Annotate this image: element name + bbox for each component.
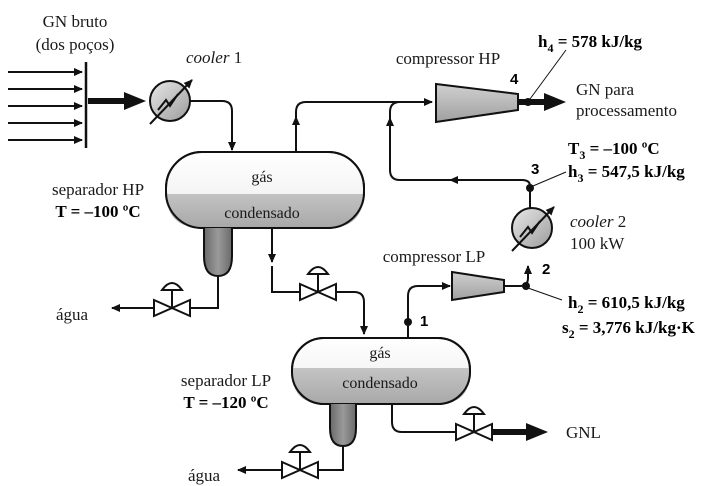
compressor-lp bbox=[451, 270, 505, 302]
separator-hp-liquid-label: condensado bbox=[224, 205, 300, 222]
pipe-lp-condensate-to-valve bbox=[391, 404, 456, 433]
state-3-enthalpy: h3 = 547,5 kJ/kg bbox=[568, 162, 685, 185]
state-2-number: 2 bbox=[542, 261, 550, 278]
pipe-cooler1-to-separator-hp bbox=[190, 100, 236, 151]
pipe-separator-lp-gas-to-compressor-lp bbox=[407, 282, 451, 338]
water-output-hp-label: água bbox=[56, 305, 89, 324]
separator-hp-temperature: T = –100 ºC bbox=[55, 202, 140, 221]
state-point-1 bbox=[404, 318, 412, 326]
state-4-leader-line bbox=[529, 49, 567, 100]
state-4-enthalpy: h4 = 578 kJ/kg bbox=[538, 32, 643, 55]
gn-output-arrow bbox=[518, 93, 566, 111]
separator-hp-vessel bbox=[165, 151, 365, 278]
cooler-2-power: 100 kW bbox=[570, 234, 625, 253]
pipe-separator-hp-gas-to-compressor-hp bbox=[295, 98, 433, 152]
state-3-number: 3 bbox=[531, 161, 539, 178]
separator-hp-gas-label: gás bbox=[251, 169, 272, 186]
gn-output-label-line1: GN para bbox=[576, 80, 635, 99]
state-3-leader-line bbox=[532, 171, 567, 187]
inlet-main-pipe bbox=[88, 92, 146, 110]
inlet-wells-arrows bbox=[8, 62, 88, 148]
state-2-leader-line bbox=[527, 287, 563, 301]
compressor-hp bbox=[435, 82, 519, 124]
cooler-1-label: cooler 1 bbox=[186, 48, 242, 67]
gn-output-label-line2: processamento bbox=[576, 101, 677, 120]
pipe-lp-water-down bbox=[318, 446, 344, 471]
compressor-hp-label: compressor HP bbox=[396, 49, 500, 68]
separator-lp-name: separador LP bbox=[181, 371, 271, 390]
separator-lp-liquid-label: condensado bbox=[342, 375, 418, 392]
state-4-number: 4 bbox=[510, 71, 519, 88]
separator-lp-vessel bbox=[291, 337, 471, 448]
pipe-hp-condensate-to-valve bbox=[271, 266, 300, 293]
state-point-3 bbox=[526, 184, 534, 192]
separator-lp-gas-label: gás bbox=[369, 345, 390, 362]
pipe-join-compressor-hp-inlet bbox=[389, 101, 432, 118]
gnl-output-label: GNL bbox=[566, 423, 601, 442]
cooler-2-label: cooler 2 bbox=[570, 212, 626, 231]
state-2-enthalpy: h2 = 610,5 kJ/kg bbox=[568, 293, 685, 316]
cooler-1-heat-exchanger bbox=[149, 79, 193, 125]
separator-hp-name: separador HP bbox=[52, 180, 144, 199]
valve-hp-water bbox=[153, 282, 191, 318]
compressor-lp-label: compressor LP bbox=[383, 247, 485, 266]
pipe-cooler-2-to-compressor-hp bbox=[389, 122, 531, 208]
pipe-hp-water-down bbox=[190, 276, 219, 309]
water-output-lp-label: água bbox=[188, 466, 221, 485]
inlet-label-line2: (dos poços) bbox=[36, 35, 115, 54]
state-1-number: 1 bbox=[420, 313, 428, 330]
state-3-temperature: T3 = –100 ºC bbox=[568, 139, 660, 162]
separator-lp-temperature: T = –120 ºC bbox=[183, 393, 268, 412]
inlet-label-line1: GN bruto bbox=[43, 12, 108, 31]
valve-lp-condensate bbox=[455, 406, 493, 442]
cooler-2-heat-exchanger bbox=[511, 206, 555, 252]
pipe-valve-to-separator-lp bbox=[336, 291, 368, 335]
valve-lp-water bbox=[281, 444, 319, 480]
gnl-output-arrow bbox=[492, 423, 548, 441]
valve-hp-condensate bbox=[299, 266, 337, 302]
state-2-entropy: s2 = 3,776 kJ/kg·K bbox=[562, 318, 696, 341]
